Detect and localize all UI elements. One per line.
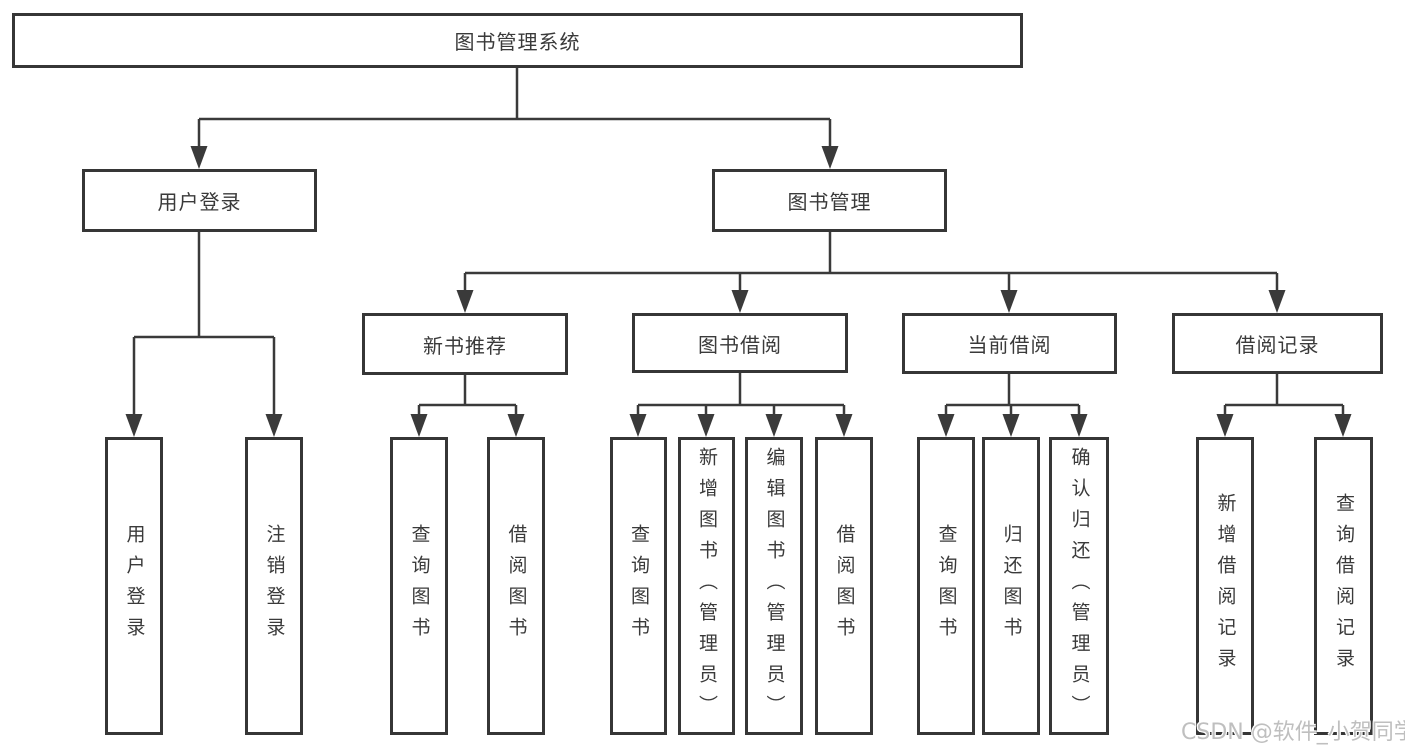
leaf-confirm-return-admin-label: 确认归还（管理员） (1068, 446, 1091, 726)
leaf-logout: 注销登录 (245, 437, 303, 735)
leaf-query-books-2: 查询图书 (610, 437, 667, 735)
node-user-login-label: 用户登录 (157, 190, 242, 214)
leaf-borrow-books-2-label: 借阅图书 (833, 524, 856, 648)
leaf-return-books: 归还图书 (982, 437, 1040, 735)
node-borrowing-records-label: 借阅记录 (1235, 333, 1320, 357)
leaf-borrow-books-2: 借阅图书 (815, 437, 873, 735)
leaf-edit-book-admin: 编辑图书（管理员） (745, 437, 803, 735)
leaf-query-borrow-record-label: 查询借阅记录 (1333, 493, 1355, 679)
leaf-borrow-books-1-label: 借阅图书 (505, 524, 528, 648)
leaf-query-books-1-label: 查询图书 (408, 524, 431, 648)
leaf-add-book-admin-label: 新增图书（管理员） (696, 446, 718, 726)
leaf-borrow-books-1: 借阅图书 (487, 437, 545, 735)
connector-current-group (946, 374, 1079, 407)
leaf-query-books-3: 查询图书 (917, 437, 975, 735)
leaf-user-login-label: 用户登录 (123, 524, 146, 648)
node-book-management-label: 图书管理 (787, 190, 872, 214)
node-new-book-recommend: 新书推荐 (362, 313, 568, 375)
node-root: 图书管理系统 (12, 13, 1023, 68)
leaf-query-books-2-label: 查询图书 (628, 524, 650, 648)
arrowheads (125, 119, 1352, 437)
leaf-query-books-1: 查询图书 (390, 437, 448, 735)
connector-newbook-group (419, 375, 516, 407)
node-new-book-recommend-label: 新书推荐 (423, 333, 507, 358)
watermark-text: CSDN @软件_小贺同学 (1181, 720, 1405, 745)
node-borrowing-records: 借阅记录 (1172, 313, 1383, 374)
node-current-borrowing: 当前借阅 (902, 313, 1117, 374)
connector-userlogin-group (134, 232, 274, 339)
leaf-add-borrow-record: 新增借阅记录 (1196, 437, 1254, 735)
node-book-management: 图书管理 (712, 169, 947, 232)
connector-root-to-level2 (199, 68, 830, 121)
node-book-borrowing: 图书借阅 (632, 313, 848, 373)
leaf-user-login: 用户登录 (105, 437, 163, 735)
connector-bookmgmt-group (465, 232, 1277, 275)
leaf-query-books-3-label: 查询图书 (935, 524, 958, 648)
leaf-logout-label: 注销登录 (263, 524, 286, 648)
leaf-query-borrow-record: 查询借阅记录 (1314, 437, 1373, 735)
leaf-edit-book-admin-label: 编辑图书（管理员） (763, 446, 786, 726)
leaf-add-book-admin: 新增图书（管理员） (678, 437, 735, 735)
node-root-label: 图书管理系统 (454, 30, 581, 54)
node-book-borrowing-label: 图书借阅 (698, 332, 782, 357)
connector-records-group (1225, 374, 1343, 407)
node-current-borrowing-label: 当前借阅 (967, 333, 1052, 357)
leaf-add-borrow-record-label: 新增借阅记录 (1214, 493, 1237, 679)
leaf-confirm-return-admin: 确认归还（管理员） (1049, 437, 1109, 735)
leaf-return-books-label: 归还图书 (1000, 524, 1023, 648)
node-user-login: 用户登录 (82, 169, 317, 232)
connector-borrowing-group (638, 373, 844, 407)
